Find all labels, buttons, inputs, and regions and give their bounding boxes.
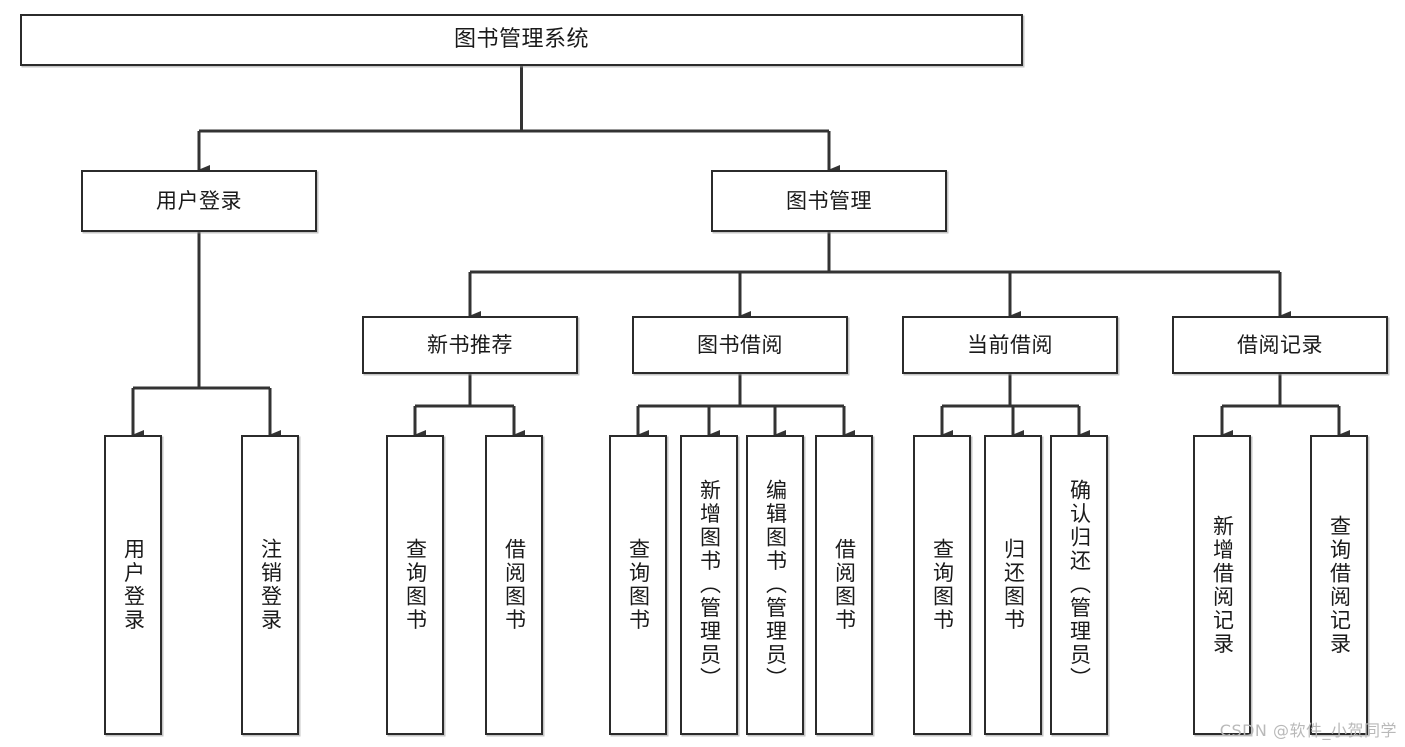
node-leaf-user-logout[interactable]: 注销登录 — [241, 435, 299, 735]
node-leaf-user-login[interactable]: 用户登录 — [104, 435, 162, 735]
node-label: 归还图书 — [1001, 538, 1026, 632]
node-user-login[interactable]: 用户登录 — [81, 170, 317, 232]
node-leaf-borrow-edit[interactable]: 编辑图书（管理员） — [746, 435, 804, 735]
node-label: 新增借阅记录 — [1210, 514, 1235, 656]
node-label: 注销登录 — [258, 538, 283, 632]
node-label: 查询图书 — [930, 538, 955, 632]
node-leaf-rec-query[interactable]: 查询图书 — [386, 435, 444, 735]
node-root[interactable]: 图书管理系统 — [20, 14, 1023, 66]
node-label: 借阅记录 — [1237, 332, 1323, 357]
node-borrow-record[interactable]: 借阅记录 — [1172, 316, 1388, 374]
node-leaf-rec-borrow[interactable]: 借阅图书 — [485, 435, 543, 735]
node-leaf-current-return[interactable]: 归还图书 — [984, 435, 1042, 735]
node-leaf-current-confirm[interactable]: 确认归还（管理员） — [1050, 435, 1108, 735]
node-leaf-borrow-lend[interactable]: 借阅图书 — [815, 435, 873, 735]
node-new-book-rec[interactable]: 新书推荐 — [362, 316, 578, 374]
node-book-borrow[interactable]: 图书借阅 — [632, 316, 848, 374]
node-label: 借阅图书 — [502, 538, 527, 632]
node-label: 借阅图书 — [832, 538, 857, 632]
node-label: 查询图书 — [626, 538, 651, 632]
node-label: 新书推荐 — [427, 332, 513, 357]
node-label: 图书管理 — [786, 188, 872, 213]
node-label: 查询图书 — [403, 538, 428, 632]
node-leaf-borrow-add[interactable]: 新增图书（管理员） — [680, 435, 738, 735]
node-label: 用户登录 — [156, 188, 242, 213]
node-leaf-record-add[interactable]: 新增借阅记录 — [1193, 435, 1251, 735]
node-label: 图书借阅 — [697, 332, 783, 357]
node-current-borrow[interactable]: 当前借阅 — [902, 316, 1118, 374]
watermark-text: CSDN @软件_小贺同学 — [1219, 721, 1397, 740]
node-label: 编辑图书（管理员） — [763, 479, 788, 691]
node-label: 图书管理系统 — [453, 27, 589, 53]
node-label: 当前借阅 — [967, 332, 1053, 357]
node-label: 查询借阅记录 — [1327, 514, 1352, 656]
node-book-manage[interactable]: 图书管理 — [711, 170, 947, 232]
node-leaf-current-query[interactable]: 查询图书 — [913, 435, 971, 735]
node-leaf-record-query[interactable]: 查询借阅记录 — [1310, 435, 1368, 735]
node-label: 用户登录 — [121, 538, 146, 632]
node-label: 新增图书（管理员） — [697, 479, 722, 691]
node-label: 确认归还（管理员） — [1067, 479, 1092, 691]
node-leaf-borrow-query[interactable]: 查询图书 — [609, 435, 667, 735]
connector-lines — [131, 66, 1350, 440]
